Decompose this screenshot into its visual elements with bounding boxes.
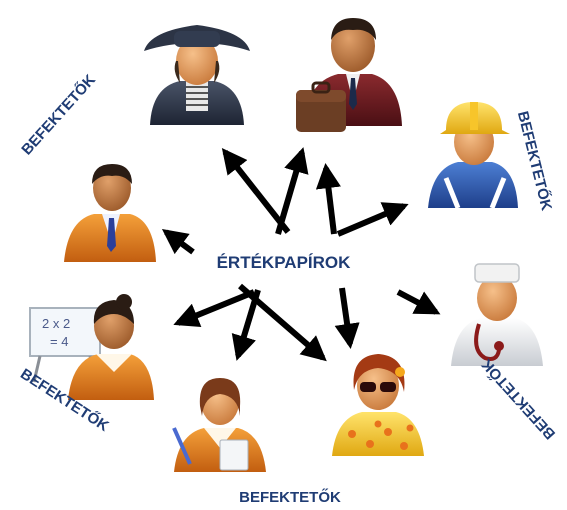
teacher-icon: 2 x 2 = 4 [29,294,154,400]
whiteboard [29,307,101,357]
woman-with-hat-icon [144,25,250,125]
arrow-to-teacher [173,289,256,328]
whiteboard-line1: 2 x 2 [42,316,70,331]
arrow-to-worker [336,202,409,237]
arrow-to-doctor [396,289,441,315]
writer-icon [172,378,266,472]
label-bottom: BEFEKTETŐK [239,488,341,506]
label-right-lower: BEFEKTETŐK [477,355,559,443]
arrow-to-sunglasses-a [238,283,327,362]
construction-worker-icon [428,102,518,209]
label-right-lower-text: BEFEKTETŐK [477,355,559,443]
label-top-left-text: BEFEKTETŐK [18,71,100,159]
arrow-to-woman-hat [221,148,291,234]
arrow-to-businessman-a [275,147,309,235]
label-right-upper-text: BEFEKTETŐK [514,109,556,212]
label-right-upper: BEFEKTETŐK [514,109,556,212]
label-top-left: BEFEKTETŐK [18,71,100,159]
arrow-to-businessman-b [315,162,341,235]
doctor-icon [451,263,543,366]
businessman-briefcase-icon [296,18,402,132]
arrow-to-office-worker [161,229,195,255]
arrow-to-sunglasses-b [334,287,360,349]
center-label-securities: ÉRTÉKPAPÍROK [216,253,351,272]
label-bottom-text: BEFEKTETŐK [239,488,341,506]
office-worker-icon [64,164,156,262]
woman-sunglasses-icon [332,354,424,456]
whiteboard-line2: = 4 [50,334,68,349]
arrows [161,147,441,362]
